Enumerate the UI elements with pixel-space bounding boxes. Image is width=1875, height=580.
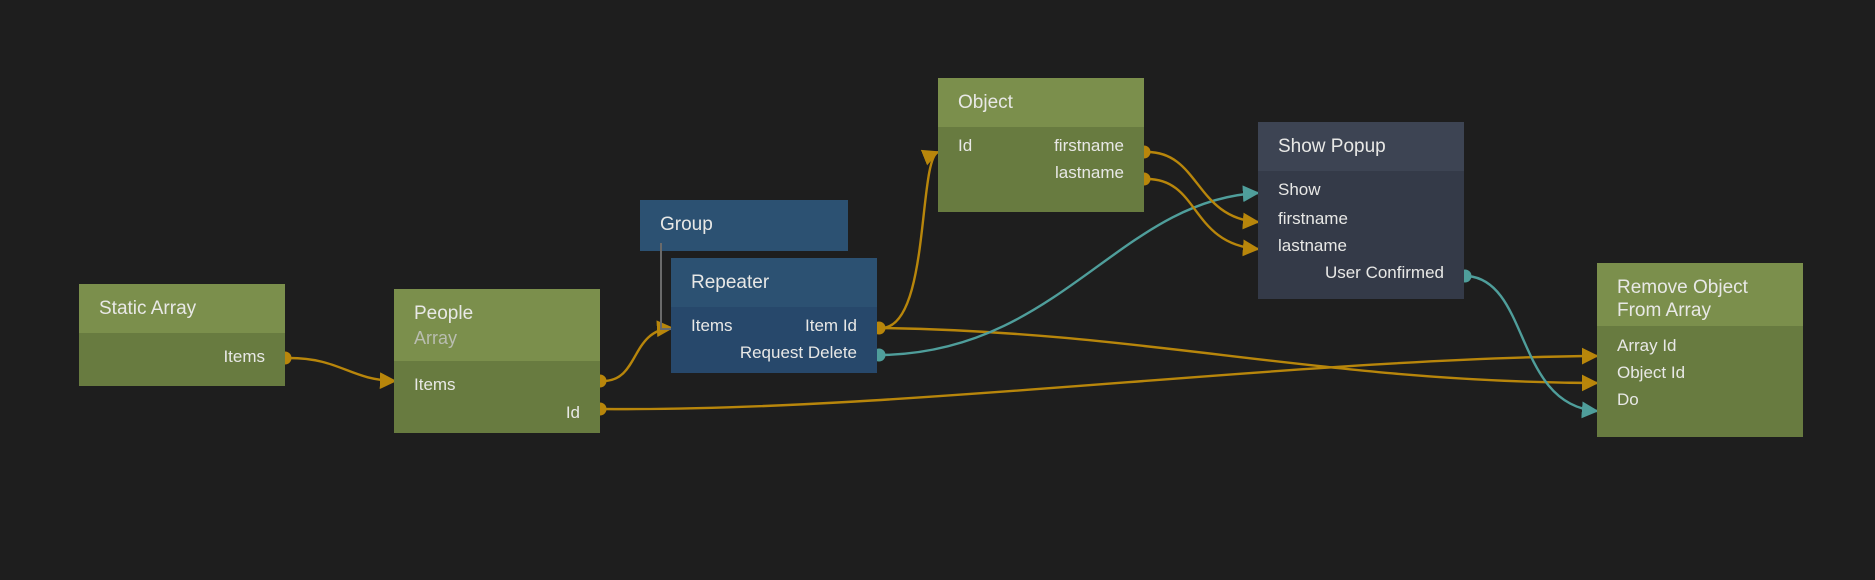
port-label: firstname bbox=[1054, 135, 1124, 155]
port-remove-object-id-in[interactable]: Object Id bbox=[1597, 359, 1803, 387]
node-object[interactable]: Object Id firstname lastname bbox=[938, 78, 1144, 212]
node-repeater-header: Repeater bbox=[671, 258, 877, 307]
group-tree-connector bbox=[660, 243, 674, 330]
port-remove-do-in[interactable]: Do bbox=[1597, 386, 1803, 414]
edge-staticarray-items-to-people-items bbox=[288, 356, 397, 390]
node-show-popup[interactable]: Show Popup Show firstname lastname User … bbox=[1258, 122, 1464, 299]
node-object-body: Id firstname lastname bbox=[938, 126, 1144, 212]
node-object-header: Object bbox=[938, 78, 1144, 127]
node-remove-object-from-array[interactable]: Remove Object From Array Array Id Object… bbox=[1597, 263, 1803, 437]
port-repeater-requestdelete-out[interactable]: Request Delete bbox=[671, 339, 877, 367]
edge-people-items-to-repeater-items bbox=[602, 320, 674, 383]
port-object-lastname-out[interactable]: lastname bbox=[938, 159, 1144, 187]
node-show-popup-body: Show firstname lastname User Confirmed bbox=[1258, 170, 1464, 299]
node-static-array[interactable]: Static Array Items bbox=[79, 284, 285, 386]
node-people[interactable]: People Array Items Id bbox=[394, 289, 600, 434]
edge-showpopup-userconfirmed-to-remove-do bbox=[1467, 274, 1599, 419]
port-show-popup-userconfirmed-out[interactable]: User Confirmed bbox=[1258, 259, 1464, 287]
port-show-popup-lastname-in[interactable]: lastname bbox=[1258, 232, 1464, 260]
node-people-title: People bbox=[414, 303, 474, 324]
port-repeater-items-in[interactable]: Items bbox=[671, 312, 877, 340]
port-label: Items bbox=[223, 346, 265, 366]
port-label: Do bbox=[1617, 390, 1639, 409]
edge-object-firstname-to-showpopup-firstname bbox=[1146, 150, 1260, 230]
port-label: lastname bbox=[1055, 162, 1124, 182]
node-remove-object-from-array-header: Remove Object From Array bbox=[1597, 263, 1803, 326]
node-people-body: Items Id bbox=[394, 361, 600, 434]
node-static-array-header: Static Array bbox=[79, 284, 285, 333]
node-repeater-body: Items Item Id Request Delete bbox=[671, 306, 877, 373]
node-static-array-body: Items bbox=[79, 332, 285, 386]
port-label: Object Id bbox=[1617, 363, 1686, 382]
port-remove-array-id-in[interactable]: Array Id bbox=[1597, 332, 1803, 360]
port-object-id-in[interactable]: Id bbox=[938, 132, 1144, 160]
edge-repeater-itemid-to-remove-objectid bbox=[881, 326, 1599, 392]
port-object-firstname-out[interactable]: firstname bbox=[938, 132, 1144, 160]
node-group-header: Group bbox=[640, 200, 848, 251]
node-show-popup-title: Show Popup bbox=[1278, 136, 1386, 157]
node-remove-object-from-array-body: Array Id Object Id Do bbox=[1597, 326, 1803, 437]
port-label: Item Id bbox=[805, 315, 857, 335]
node-remove-object-from-array-title: Remove Object From Array bbox=[1617, 277, 1748, 321]
port-label: User Confirmed bbox=[1324, 262, 1444, 282]
port-people-items-in[interactable]: Items bbox=[394, 371, 600, 399]
port-label: Id bbox=[958, 135, 973, 155]
port-static-array-items-out[interactable]: Items bbox=[79, 343, 285, 371]
edge-repeater-itemid-to-object-id bbox=[881, 149, 940, 330]
node-group-title: Group bbox=[660, 214, 713, 235]
node-repeater-title: Repeater bbox=[691, 272, 770, 293]
node-object-title: Object bbox=[958, 92, 1013, 113]
port-repeater-itemid-out[interactable]: Item Id bbox=[671, 312, 877, 340]
node-group[interactable]: Group bbox=[640, 200, 848, 251]
node-static-array-title: Static Array bbox=[99, 298, 197, 319]
port-label: Id bbox=[565, 403, 580, 423]
edge-object-lastname-to-showpopup-lastname bbox=[1146, 177, 1260, 257]
node-people-header: People Array bbox=[394, 289, 600, 362]
port-label: Items bbox=[414, 375, 456, 395]
node-people-subtitle: Array bbox=[414, 327, 458, 348]
port-label: Show bbox=[1278, 179, 1321, 199]
node-show-popup-header: Show Popup bbox=[1258, 122, 1464, 171]
port-label: firstname bbox=[1278, 208, 1348, 228]
edge-repeater-requestdelete-to-showpopup-show bbox=[881, 185, 1260, 357]
port-show-popup-firstname-in[interactable]: firstname bbox=[1258, 205, 1464, 233]
port-label: Request Delete bbox=[739, 342, 857, 362]
port-show-popup-show-in[interactable]: Show bbox=[1258, 176, 1464, 204]
port-label: Items bbox=[691, 315, 733, 335]
port-people-id-out[interactable]: Id bbox=[394, 399, 600, 427]
port-label: lastname bbox=[1278, 235, 1347, 255]
port-label: Array Id bbox=[1617, 336, 1677, 355]
node-repeater[interactable]: Repeater Items Item Id Request Delete bbox=[671, 258, 877, 373]
